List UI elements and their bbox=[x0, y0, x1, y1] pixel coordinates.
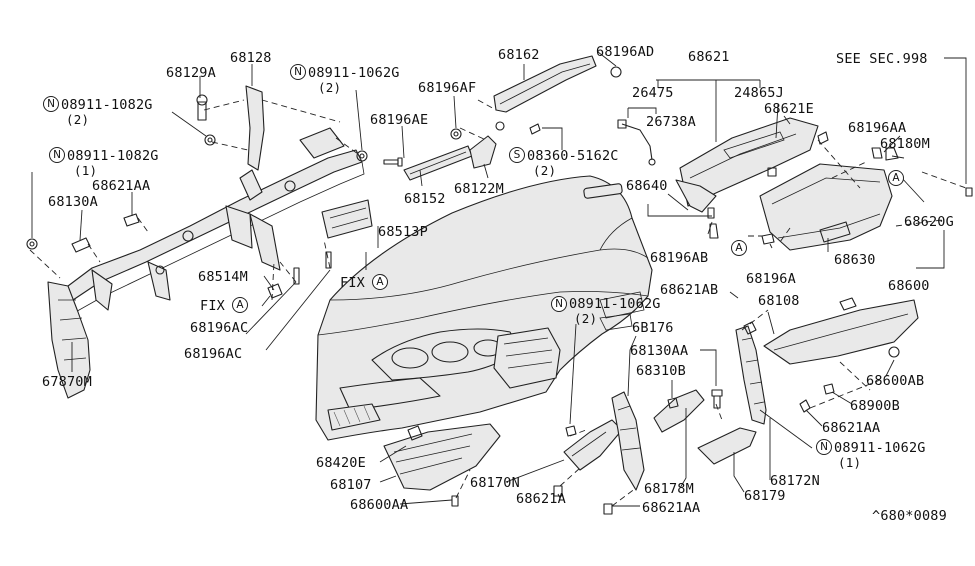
label-68196AD: 68196AD bbox=[596, 44, 654, 60]
label-68600AA: 68600AA bbox=[350, 497, 408, 513]
leaders-center bbox=[365, 51, 617, 270]
label-68630: 68630 bbox=[834, 252, 876, 268]
label-68178M: 68178M bbox=[644, 481, 694, 497]
label-68600: 68600 bbox=[888, 278, 930, 294]
svg-text:A: A bbox=[376, 276, 384, 288]
label-qty-2-s: (2) bbox=[533, 163, 556, 178]
label-68176: 6B176 bbox=[632, 320, 674, 336]
label-68122M: 68122M bbox=[454, 181, 504, 197]
guide-lines-right bbox=[748, 139, 967, 409]
label-68196AC-a: 68196AC bbox=[190, 320, 248, 336]
label-68900B: 68900B bbox=[850, 398, 900, 414]
label-68196AF: 68196AF bbox=[418, 80, 476, 96]
label-68196A: 68196A bbox=[746, 271, 796, 287]
label-68128: 68128 bbox=[230, 50, 272, 66]
fix-marker-left: A bbox=[232, 297, 248, 313]
label-n-08911-1082G-b: 08911-1082G bbox=[67, 148, 159, 164]
label-68621E: 68621E bbox=[764, 101, 814, 117]
label-68310B: 68310B bbox=[636, 363, 686, 379]
label-68621AA-left: 68621AA bbox=[92, 178, 150, 194]
n-prefix-icons: N N N N N bbox=[43, 64, 832, 455]
label-68196AC-b: 68196AC bbox=[184, 346, 242, 362]
ref-marker-glovebox: A bbox=[888, 170, 904, 186]
svg-text:N: N bbox=[820, 441, 828, 453]
label-68621A: 68621A bbox=[516, 491, 566, 507]
label-68621AA-right: 68621AA bbox=[822, 420, 880, 436]
label-n-08911-1062G-mid: 08911-1062G bbox=[569, 296, 661, 312]
label-68179: 68179 bbox=[744, 488, 786, 504]
label-qty-2-mid: (2) bbox=[574, 311, 597, 326]
label-qty-1-b: (1) bbox=[74, 163, 97, 178]
label-68420E: 68420E bbox=[316, 455, 366, 471]
label-68130A: 68130A bbox=[48, 194, 98, 210]
label-68130AA: 68130AA bbox=[630, 343, 688, 359]
label-qty-1-bottom: (1) bbox=[838, 455, 861, 470]
label-68108: 68108 bbox=[758, 293, 800, 309]
label-68162: 68162 bbox=[498, 47, 540, 63]
label-68180M: 68180M bbox=[880, 136, 930, 152]
label-68600AB: 68600AB bbox=[866, 373, 924, 389]
label-68514M: 68514M bbox=[198, 269, 248, 285]
label-see-sec-998: SEE SEC.998 bbox=[836, 51, 928, 67]
label-68620G: 68620G bbox=[904, 214, 954, 230]
svg-text:A: A bbox=[735, 242, 743, 254]
part-labels: 68128 68129A 08911-1062G (2) 08911-1082G… bbox=[42, 44, 954, 524]
lower-brackets bbox=[383, 321, 767, 515]
s-prefix-icon: S bbox=[509, 147, 525, 163]
svg-text:N: N bbox=[53, 149, 61, 161]
label-n-08911-1062G-bottom: 08911-1062G bbox=[834, 440, 926, 456]
svg-text:N: N bbox=[294, 66, 302, 78]
label-68196AE: 68196AE bbox=[370, 112, 428, 128]
label-24865J: 24865J bbox=[734, 85, 784, 101]
svg-text:N: N bbox=[47, 98, 55, 110]
label-68640: 68640 bbox=[626, 178, 668, 194]
leaders-bottom bbox=[379, 323, 813, 507]
guide-lines-bottom bbox=[455, 309, 769, 507]
label-68513P: 68513P bbox=[378, 224, 428, 240]
svg-text:A: A bbox=[892, 172, 900, 184]
label-68196AA: 68196AA bbox=[848, 120, 906, 136]
svg-text:A: A bbox=[236, 299, 244, 311]
label-68107: 68107 bbox=[330, 477, 372, 493]
glove-box-assembly bbox=[617, 117, 973, 413]
label-68172N: 68172N bbox=[770, 473, 820, 489]
leaders-right bbox=[627, 57, 967, 427]
instrument-panel-pad bbox=[315, 175, 653, 441]
fasteners-left bbox=[26, 94, 368, 299]
label-fix-center: FIX bbox=[340, 275, 365, 291]
center-brackets bbox=[321, 55, 622, 239]
label-26738A: 26738A bbox=[646, 114, 696, 130]
steering-member bbox=[47, 85, 365, 399]
label-68621AA-bottom: 68621AA bbox=[642, 500, 700, 516]
fix-marker-center: A bbox=[372, 274, 388, 290]
label-qty-2-top: (2) bbox=[318, 80, 341, 95]
leaders-left bbox=[31, 64, 363, 372]
label-68170N: 68170N bbox=[470, 475, 520, 491]
label-s-08360-5162C: 08360-5162C bbox=[527, 148, 619, 164]
label-qty-2-a: (2) bbox=[66, 112, 89, 127]
svg-text:N: N bbox=[555, 298, 563, 310]
label-n-08911-1082G-a: 08911-1082G bbox=[61, 97, 153, 113]
label-68621AB: 68621AB bbox=[660, 282, 718, 298]
label-68129A: 68129A bbox=[166, 65, 216, 81]
label-fix-left: FIX bbox=[200, 298, 225, 314]
label-figure-code: ^680*0089 bbox=[872, 508, 947, 524]
label-26475: 26475 bbox=[632, 85, 674, 101]
label-68621: 68621 bbox=[688, 49, 730, 65]
label-68152: 68152 bbox=[404, 191, 446, 207]
svg-text:S: S bbox=[514, 149, 521, 161]
label-n-08911-1062G-top: 08911-1062G bbox=[308, 65, 400, 81]
guide-lines-left bbox=[29, 99, 359, 301]
ref-marker-lid: A bbox=[731, 240, 747, 256]
label-68196AB: 68196AB bbox=[650, 250, 708, 266]
label-67870M: 67870M bbox=[42, 374, 92, 390]
